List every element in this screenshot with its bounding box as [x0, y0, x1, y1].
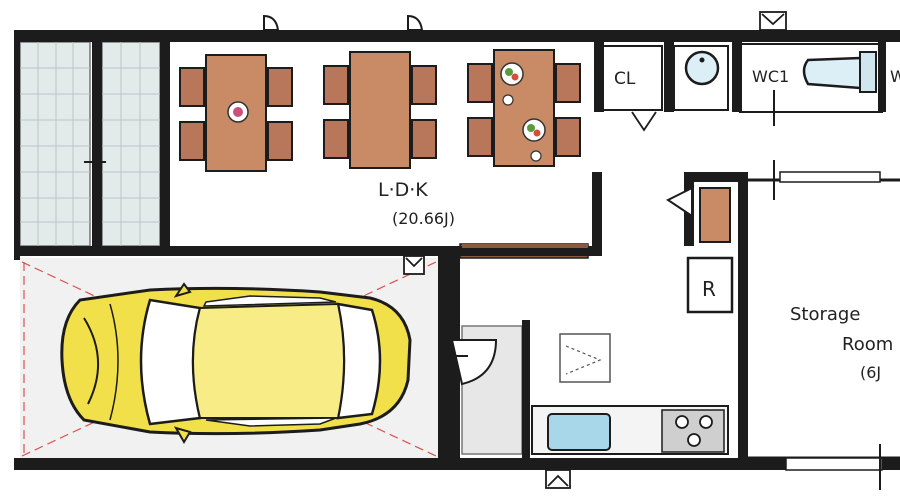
dining-set-3 — [467, 49, 581, 167]
walls — [14, 30, 900, 470]
storage-cabinet — [699, 187, 731, 243]
door-swing-icon[interactable] — [450, 339, 498, 386]
fridge-label: R — [702, 277, 716, 301]
glass-block-panels — [19, 41, 161, 247]
kitchen-counter — [531, 405, 729, 455]
appliance-marker — [559, 333, 611, 383]
kitchen-sink-icon — [547, 413, 611, 451]
toilet-icon — [802, 51, 877, 93]
ldk-area-label: (20.66J) — [392, 209, 455, 228]
washbasin-icon — [673, 45, 729, 111]
stove-icon — [661, 409, 725, 453]
grid-ticks — [84, 90, 881, 490]
storage-label-line1: Storage — [790, 304, 860, 325]
car-icon — [60, 282, 412, 444]
plate-icon — [227, 101, 249, 123]
wc-label: WC1 — [752, 67, 789, 86]
closet-label: CL — [614, 69, 636, 89]
dining-set-1 — [179, 54, 293, 172]
dining-set-2 — [323, 51, 437, 169]
closet: CL — [601, 45, 663, 111]
storage-area-label: (6J — [860, 363, 881, 382]
plate-icon — [522, 118, 546, 162]
wc: WC1 W — [739, 43, 900, 113]
ldk-label: L·D·K — [378, 179, 428, 201]
storage-label-line2: Room — [842, 334, 893, 355]
entry-marker-icon — [403, 11, 787, 489]
door-swing-icon[interactable] — [666, 186, 693, 218]
window-openings — [462, 171, 883, 471]
door-swing-icon[interactable] — [263, 14, 424, 31]
wc-cut-label: W — [890, 67, 900, 86]
plate-icon — [500, 62, 524, 106]
dining-table-icon — [493, 49, 555, 167]
fridge: R — [686, 256, 734, 314]
dining-table-icon — [349, 51, 411, 169]
